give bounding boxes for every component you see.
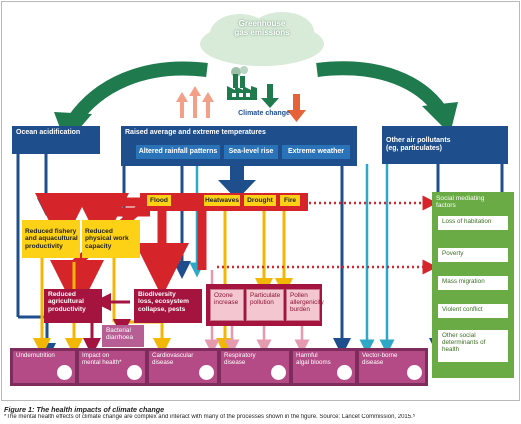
sea-level-rise-label: Sea-level rise <box>228 148 274 156</box>
heartbeat-icon <box>199 365 214 380</box>
outcome-vector-borne: Vector-borne disease <box>358 350 426 384</box>
social-item-poverty: Poverty <box>438 248 508 262</box>
figure-caption-note: *The mental health effects of climate ch… <box>4 414 416 420</box>
extreme-weather-box: Extreme weather <box>282 145 350 159</box>
outcome-undernutrition-label: Undernutrition <box>16 352 55 359</box>
hazard-fire: Fire <box>280 195 300 206</box>
head-icon <box>127 365 142 380</box>
other-air-pollutants-label: Other air pollutants (eg, particulates) <box>386 136 451 152</box>
lungs-icon <box>271 365 286 380</box>
factory-icon <box>224 66 260 100</box>
ozone-label: Ozone increase <box>214 292 239 307</box>
ocean-acidification-label: Ocean acidification <box>16 129 81 136</box>
social-item-conflict: Violent conflict <box>438 304 508 318</box>
reduced-agricultural-label: Reduced agricultural productivity <box>48 291 86 313</box>
arrow-down-green <box>267 84 273 100</box>
reduced-fishery-label: Reduced fishery and aquacultural product… <box>25 227 78 250</box>
social-factors-panel: Social mediating factors Loss of habitat… <box>432 192 514 378</box>
arrowhead-down-orange <box>287 110 306 122</box>
social-item-habitation: Loss of habitation <box>438 216 508 230</box>
teal-lines <box>189 164 395 355</box>
bacterial-diarrhoea-label: Bacterial diarrhoea <box>106 327 134 342</box>
climate-change-label: Climate change <box>238 110 290 117</box>
pollen-box: Pollen allergenicity burden <box>286 289 324 321</box>
heat-arrows <box>176 86 214 118</box>
extreme-weather-label: Extreme weather <box>287 148 345 156</box>
outcome-respiratory-label: Respiratory disease <box>224 352 256 366</box>
hazard-fire-label: Fire <box>283 196 297 204</box>
outcome-mental-health: Impact on mental health* <box>78 350 146 384</box>
blue-main-arrowhead <box>218 180 256 200</box>
particulate-box: Particulate pollution <box>246 289 284 321</box>
outcome-cardiovascular: Cardiovascular disease <box>148 350 218 384</box>
dotted-lines <box>217 195 438 275</box>
hazard-flood: Flood <box>147 195 171 206</box>
hazard-heatwaves: Heatwaves <box>204 195 240 206</box>
hazard-drought: Drought <box>244 195 276 206</box>
tick-icon <box>407 365 422 380</box>
reduced-agricultural-box: Reduced agricultural productivity <box>44 289 102 323</box>
biodiversity-loss-label: Biodiversity loss, ecosystem collapse, p… <box>138 291 189 313</box>
ozone-box: Ozone increase <box>210 289 244 321</box>
social-item-migration: Mass migration <box>438 276 508 290</box>
arrowhead-down-green <box>261 98 279 108</box>
reduced-work-capacity-box: Reduced physical work capacity <box>82 220 140 258</box>
outcome-mental-health-label: Impact on mental health* <box>82 352 122 366</box>
social-factors-title: Social mediating factors <box>436 195 485 210</box>
figure-frame: Greenhouse gas emissions Climate change … <box>1 1 520 401</box>
hazard-flood-label: Flood <box>150 196 168 204</box>
sea-level-rise-box: Sea-level rise <box>224 145 278 159</box>
outcome-algal-blooms: Harmful algal blooms <box>292 350 356 384</box>
plate-icon <box>57 365 72 380</box>
social-item-other: Other social determinants of health <box>438 330 508 362</box>
outcome-vector-borne-label: Vector-borne disease <box>362 352 398 366</box>
outcome-algal-blooms-label: Harmful algal blooms <box>296 352 331 366</box>
emissions-label: Greenhouse gas emissions <box>234 19 290 37</box>
pollen-label: Pollen allergenicity burden <box>290 292 324 314</box>
outcome-respiratory: Respiratory disease <box>220 350 290 384</box>
green-arrow-right <box>316 61 446 115</box>
hazard-drought-label: Drought <box>247 196 273 204</box>
altered-rainfall-label: Altered rainfall patterns <box>138 148 218 156</box>
hazard-heatwaves-label: Heatwaves <box>204 196 240 204</box>
ocean-acidification-box: Ocean acidification <box>12 126 100 154</box>
altered-rainfall-box: Altered rainfall patterns <box>136 145 220 159</box>
outcome-cardiovascular-label: Cardiovascular disease <box>152 352 194 366</box>
reduced-fishery-box: Reduced fishery and aquacultural product… <box>22 220 80 258</box>
green-arrow-left <box>68 61 208 125</box>
particulate-label: Particulate pollution <box>250 292 281 307</box>
arrow-down-orange <box>293 94 300 112</box>
other-air-pollutants-box: Other air pollutants (eg, particulates) <box>382 126 508 164</box>
raised-temperatures-label: Raised average and extreme temperatures <box>125 129 266 136</box>
reduced-work-capacity-label: Reduced physical work capacity <box>85 227 129 250</box>
bacterial-diarrhoea-box: Bacterial diarrhoea <box>102 325 144 347</box>
biodiversity-loss-box: Biodiversity loss, ecosystem collapse, p… <box>134 289 202 323</box>
algae-icon <box>337 365 352 380</box>
outcome-undernutrition: Undernutrition <box>12 350 76 384</box>
emissions-cloud <box>192 8 332 70</box>
figure-caption-title: Figure 1: The health impacts of climate … <box>4 405 165 414</box>
